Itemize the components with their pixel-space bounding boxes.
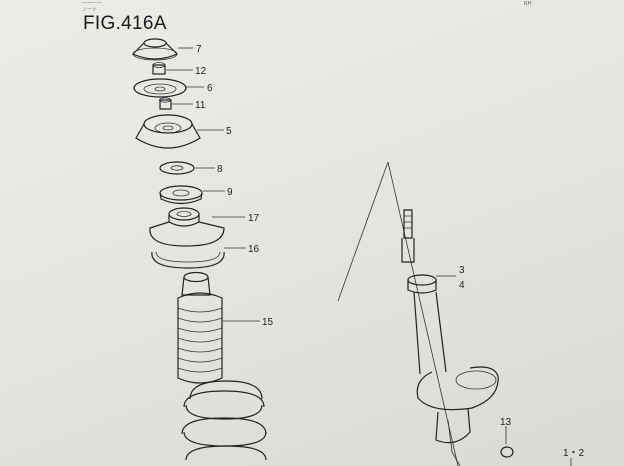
coil-spring (181, 380, 267, 461)
part-8-washer (159, 161, 195, 175)
callout-3: 3 (459, 265, 465, 276)
header-corner-text: RH (524, 1, 532, 7)
figure-title: FIG.416A (83, 13, 167, 34)
part-12-nut (152, 62, 166, 75)
callout-9: 9 (227, 187, 233, 198)
callout-5: 5 (226, 126, 232, 137)
callout-4: 4 (459, 280, 465, 291)
callout-11: 11 (195, 100, 206, 111)
header-text-2: ノート (82, 7, 98, 13)
callout-12: 12 (195, 66, 207, 77)
callout-8: 8 (217, 164, 223, 175)
callout-15: 15 (262, 317, 274, 328)
part-5-strut-mount (135, 114, 201, 149)
callout-17: 17 (248, 213, 260, 224)
callout-13: 13 (500, 417, 512, 428)
part-17-spring-seat (149, 207, 225, 247)
callout-1-2: 1・2 (563, 448, 585, 459)
leader-lines (166, 47, 572, 466)
header-text-1: ーーーー (82, 1, 103, 7)
callout-6: 6 (207, 83, 213, 94)
part-7-cap (131, 38, 179, 61)
callout-16: 16 (248, 244, 260, 255)
part-15-boot (177, 271, 223, 384)
part-9-bearing (159, 185, 203, 205)
strut-assembly (337, 161, 499, 466)
part-16-rubber-seat (151, 251, 225, 269)
part-11-nut (159, 97, 172, 110)
part-13-bolt (500, 426, 514, 458)
part-6-plate (133, 78, 187, 98)
callout-7: 7 (196, 44, 202, 55)
